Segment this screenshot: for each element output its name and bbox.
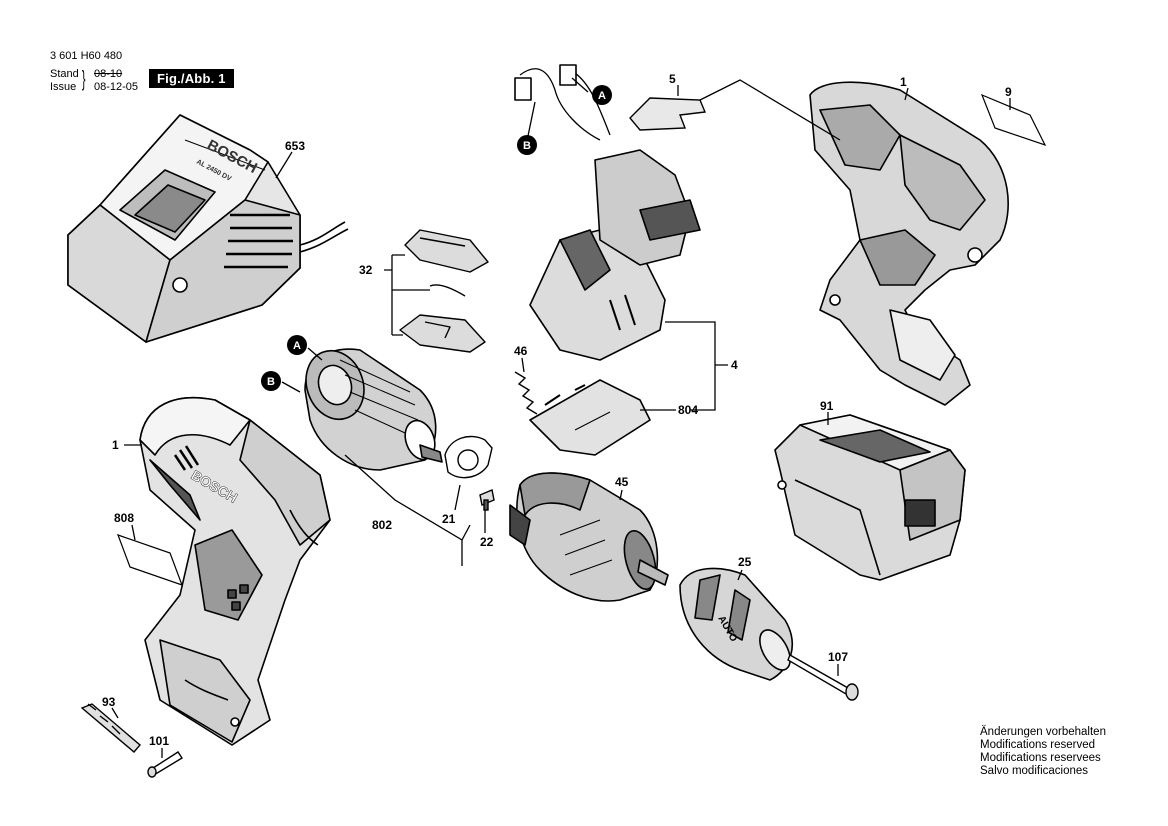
part-label-808: 808 xyxy=(114,511,134,525)
part-label-32: 32 xyxy=(359,263,373,277)
issue-value: 08-12-05 xyxy=(94,81,139,93)
housing-half-left xyxy=(139,396,331,746)
figure-label: Fig./Abb. 1 xyxy=(149,69,234,88)
housing-half-right xyxy=(809,81,1009,406)
connector-b-top: B xyxy=(517,135,537,155)
date-brace: } xyxy=(81,66,86,91)
note-es: Salvo modificaciones xyxy=(980,765,1089,777)
gearbox-assembly xyxy=(509,472,669,602)
label-plate-9 xyxy=(980,93,1047,147)
part-label-802: 802 xyxy=(372,518,392,532)
note-en: Modifications reserved xyxy=(980,739,1096,751)
connector-a-motor: A xyxy=(287,335,307,355)
part-label-91: 91 xyxy=(820,399,834,413)
part-number: 3 601 H60 480 xyxy=(50,50,123,62)
part-label-5: 5 xyxy=(669,72,676,86)
connector-a-top: A xyxy=(592,85,612,105)
part-label-4: 4 xyxy=(731,358,738,372)
part-label-46: 46 xyxy=(514,344,528,358)
note-fr: Modifications reservees xyxy=(980,752,1101,764)
contact-plate-804 xyxy=(529,379,651,456)
direction-lever-5 xyxy=(629,97,707,131)
part-label-101: 101 xyxy=(149,734,169,748)
part-label-1-left: 1 xyxy=(112,438,119,452)
part-label-21: 21 xyxy=(442,512,456,526)
issue-label: Issue xyxy=(50,81,77,93)
battery-pack xyxy=(774,414,966,581)
svg-text:A: A xyxy=(293,340,301,352)
battery-clips-32 xyxy=(399,229,489,353)
screw-101 xyxy=(147,751,183,778)
svg-text:A: A xyxy=(598,90,606,102)
part-label-804: 804 xyxy=(678,403,698,417)
keyless-chuck xyxy=(679,567,794,681)
part-label-107: 107 xyxy=(828,650,848,664)
svg-text:B: B xyxy=(267,376,275,388)
part-label-93: 93 xyxy=(102,695,116,709)
part-label-45: 45 xyxy=(615,475,629,489)
washer-21 xyxy=(444,435,493,479)
part-label-653: 653 xyxy=(285,139,305,153)
stand-value: 08-10 xyxy=(94,68,123,80)
part-label-1-right: 1 xyxy=(900,75,907,89)
note-de: Änderungen vorbehalten xyxy=(980,726,1106,738)
switch-assembly xyxy=(514,64,701,361)
leader-lines xyxy=(111,77,1011,758)
part-label-22: 22 xyxy=(480,535,494,549)
svg-text:B: B xyxy=(523,140,531,152)
spring-46 xyxy=(514,371,538,415)
screwdriver-bit xyxy=(80,703,141,753)
label-plate-808 xyxy=(116,534,184,586)
motor-assembly xyxy=(304,348,443,471)
charger-illustration xyxy=(67,114,349,343)
part-label-25: 25 xyxy=(738,555,752,569)
connector-b-motor: B xyxy=(261,371,281,391)
part-label-9: 9 xyxy=(1005,85,1012,99)
screw-22 xyxy=(479,489,495,511)
modification-notes: Änderungen vorbehalten Modifications res… xyxy=(980,726,1106,778)
stand-label: Stand xyxy=(50,68,79,80)
screw-107 xyxy=(787,653,859,701)
